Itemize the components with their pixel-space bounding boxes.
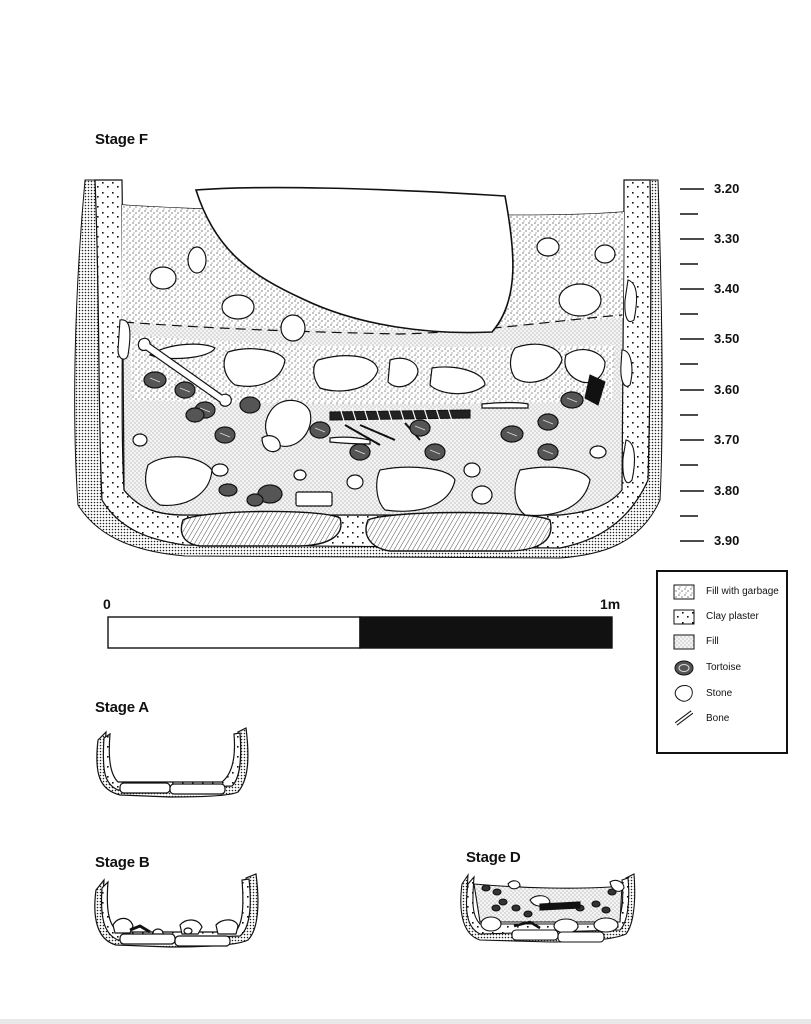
scale-bar	[107, 616, 613, 649]
depth-label-340: 3.40	[714, 281, 740, 296]
depth-label-390: 3.90	[714, 533, 740, 548]
stage-b-section	[94, 873, 259, 948]
scale-end-label: 1m	[600, 596, 621, 612]
depth-label-360: 3.60	[714, 382, 740, 397]
scale-start-label: 0	[103, 596, 111, 612]
legend-box	[656, 570, 788, 754]
depth-label-370: 3.70	[714, 432, 740, 447]
stage-a-title: Stage A	[95, 699, 149, 716]
stage-b-title: Stage B	[95, 854, 150, 871]
depth-label-320: 3.20	[714, 181, 740, 196]
legend-label-fill: Fill	[706, 636, 719, 647]
stage-f-section	[74, 179, 663, 559]
stage-f-title: Stage F	[95, 131, 148, 148]
legend-label-clay-plaster: Clay plaster	[706, 611, 759, 622]
depth-scale	[680, 188, 704, 542]
legend-label-tortoise: Tortoise	[706, 662, 742, 673]
depth-label-350: 3.50	[714, 331, 740, 346]
stage-d-section	[460, 872, 636, 943]
skeleton-remains	[261, 349, 606, 453]
legend-label-fill-with-garbage: Fill with garbage	[706, 586, 779, 597]
legend-label-stone: Stone	[706, 688, 733, 699]
stage-a-section	[96, 727, 249, 798]
bottom-edge-strip	[0, 1019, 811, 1024]
depth-label-330: 3.30	[714, 231, 740, 246]
stage-d-title: Stage D	[466, 849, 521, 866]
depth-label-380: 3.80	[714, 483, 740, 498]
legend-label-bone: Bone	[706, 713, 730, 724]
